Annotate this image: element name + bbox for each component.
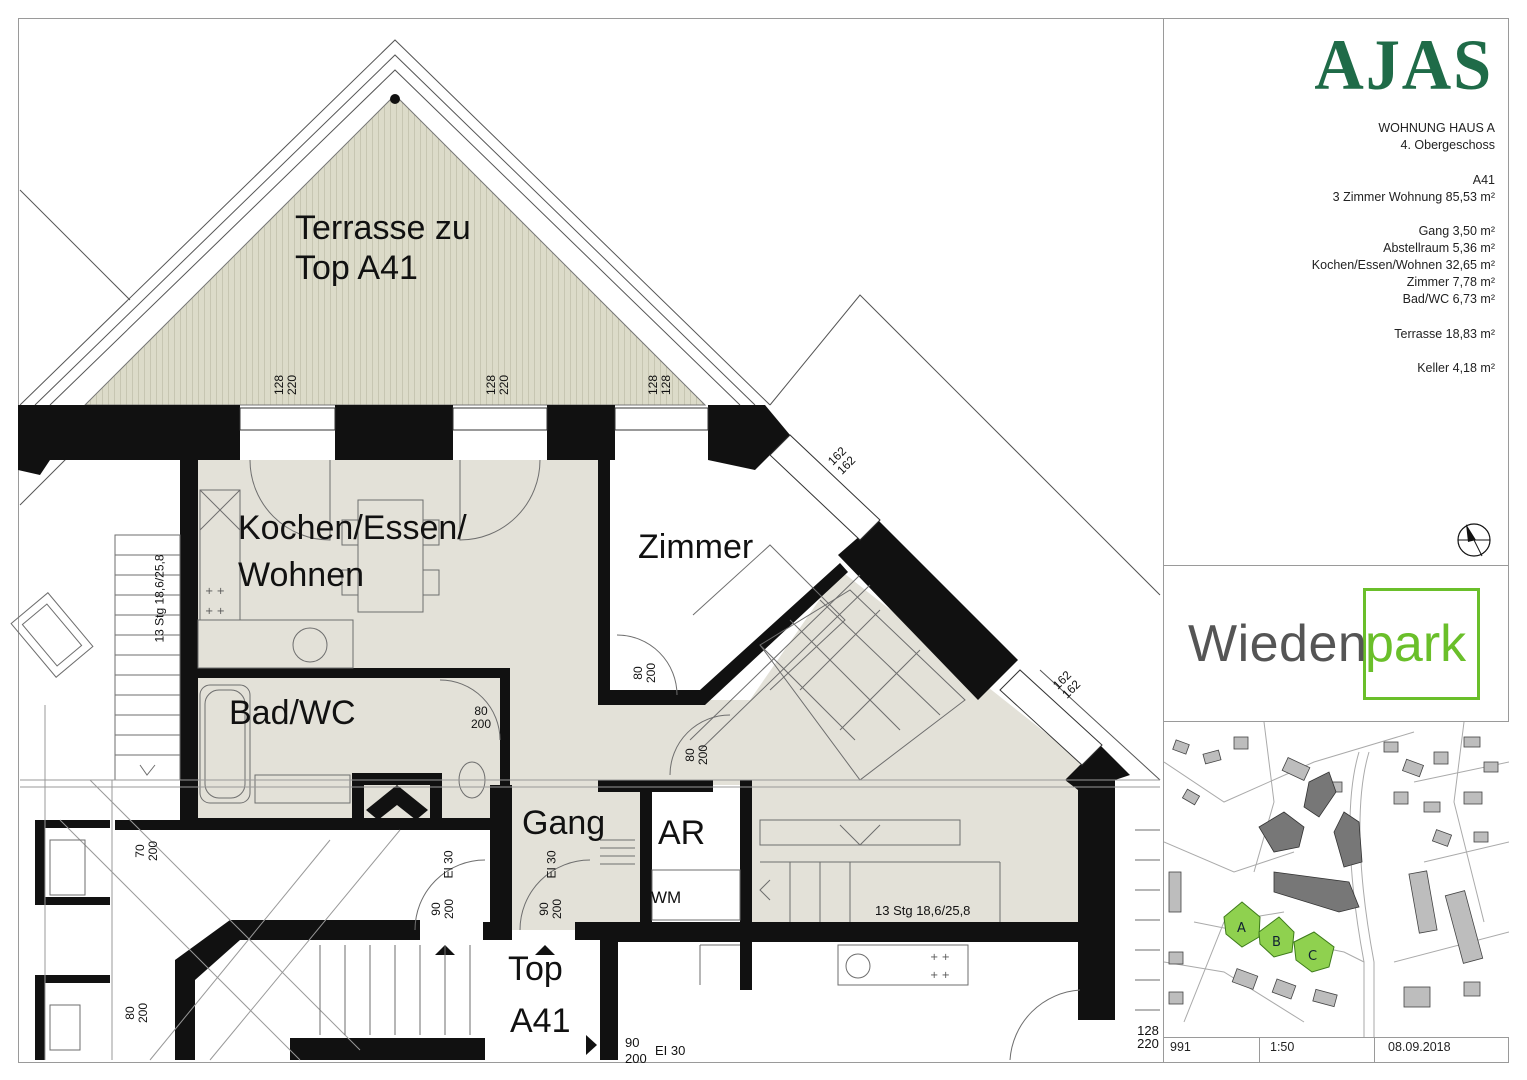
room-areas: Gang 3,50 m² Abstellraum 5,36 m² Kochen/… (1312, 223, 1495, 308)
window-dimension-1: 128 220 (272, 374, 299, 396)
divider (1374, 1037, 1375, 1063)
area-row: Bad/WC 6,73 m² (1402, 292, 1495, 306)
drawing-frame (18, 18, 1509, 1063)
map-label-b: B (1272, 935, 1281, 950)
project-info: WOHNUNG HAUS A 4. Obergeschoss (1378, 120, 1495, 154)
unit-summary: 3 Zimmer Wohnung 85,53 m² (1332, 190, 1495, 204)
unit-entrance-line1: Top (508, 950, 563, 988)
fixtures (10, 459, 1160, 1061)
hob-marks: + + + + + + + + (205, 586, 950, 981)
roof-drain (390, 94, 400, 104)
plan-date: 08.09.2018 (1388, 1040, 1451, 1054)
map-label-a: A (1237, 921, 1246, 936)
divider (1259, 1037, 1260, 1063)
title-block: AJAS WOHNUNG HAUS A 4. Obergeschoss A41 … (1163, 18, 1509, 1063)
door-dimension-bottom-h: 200 (625, 1051, 647, 1066)
fire-rating-1: EI 30 (441, 850, 456, 879)
fire-rating-bottom: EI 30 (655, 1043, 686, 1058)
site-map: A B C (1164, 722, 1509, 1037)
map-label-c: C (1308, 949, 1317, 964)
unit-info: A41 3 Zimmer Wohnung 85,53 m² (1333, 172, 1495, 206)
door-dimension-storage: 80 200 (683, 744, 710, 766)
corner-dimension: 128 220 (1137, 1023, 1159, 1051)
door-dimension-hall: 90 200 (537, 898, 564, 920)
door-dimension-left-2: 80 200 (123, 1002, 150, 1024)
unit-entrance-label: Top A41 (508, 943, 571, 1047)
living-room-label: Kochen/Essen/ Wohnen (238, 505, 467, 599)
window-dimension-2: 128 220 (484, 374, 511, 396)
door-dimension-left-1: 70 200 (133, 840, 160, 862)
walls (18, 405, 1130, 1060)
windows (239, 407, 1103, 766)
living-room-label-line2: Wohnen (238, 556, 365, 594)
wiedenpark-logo-box (1363, 588, 1480, 700)
terrace-label-line1: Terrasse zu (295, 209, 471, 247)
unit-id: A41 (1472, 173, 1495, 187)
area-row: Kochen/Essen/Wohnen 32,65 m² (1311, 258, 1495, 272)
svg-text:+ +: + + (205, 586, 225, 597)
plan-number: 991 (1170, 1040, 1191, 1054)
plan-scale: 1:50 (1270, 1040, 1295, 1054)
terrace-label-line2: Top A41 (295, 249, 418, 287)
cellar-area: Keller 4,18 m² (1417, 361, 1495, 375)
unit-entrance-line2: A41 (510, 1002, 571, 1040)
floor-plan: + + + + + + + + (10, 39, 1161, 1061)
stair-label-left: 13 Stg 18,6/25,8 (152, 554, 167, 643)
bathroom-label: Bad/WC (229, 694, 356, 732)
wiedenpark-logo-right: park (1365, 615, 1467, 673)
roof-outline (19, 39, 1161, 781)
door-dimension-bath: 80 200 (470, 704, 492, 731)
svg-text:+ +: + + (930, 952, 950, 963)
window-dimension-3: 128 128 (646, 374, 673, 396)
floor-name: 4. Obergeschoss (1400, 138, 1496, 152)
door-dimension-bottom: 90 (625, 1035, 640, 1050)
door-dimension-entry: 90 200 (429, 898, 456, 920)
living-room-label-line1: Kochen/Essen/ (238, 509, 467, 547)
apartment-floor (180, 460, 1080, 930)
terrace-area: Terrasse 18,83 m² (1394, 327, 1495, 341)
area-row: Abstellraum 5,36 m² (1383, 241, 1495, 255)
storage-label: AR (658, 814, 706, 852)
hall-label: Gang (522, 804, 606, 842)
svg-text:+ +: + + (205, 606, 225, 617)
bedroom-label: Zimmer (638, 528, 754, 566)
divider (1164, 721, 1509, 722)
divider (1164, 1037, 1509, 1038)
washer-label: WM (651, 888, 682, 907)
building-name: WOHNUNG HAUS A (1378, 121, 1495, 135)
fire-rating-2: EI 30 (544, 850, 559, 879)
area-row: Gang 3,50 m² (1418, 224, 1495, 238)
area-row: Zimmer 7,78 m² (1406, 275, 1495, 289)
north-arrow-icon (1457, 523, 1491, 557)
ajas-logo: AJAS (1314, 25, 1493, 105)
terrace-label: Terrasse zu Top A41 (295, 208, 471, 288)
divider (1164, 565, 1509, 566)
door-dimension-bedroom: 80 200 (631, 662, 658, 684)
svg-text:+ +: + + (930, 970, 950, 981)
wiedenpark-logo-left: Wieden (1188, 615, 1368, 673)
stair-label-right: 13 Stg 18,6/25,8 (875, 903, 971, 918)
